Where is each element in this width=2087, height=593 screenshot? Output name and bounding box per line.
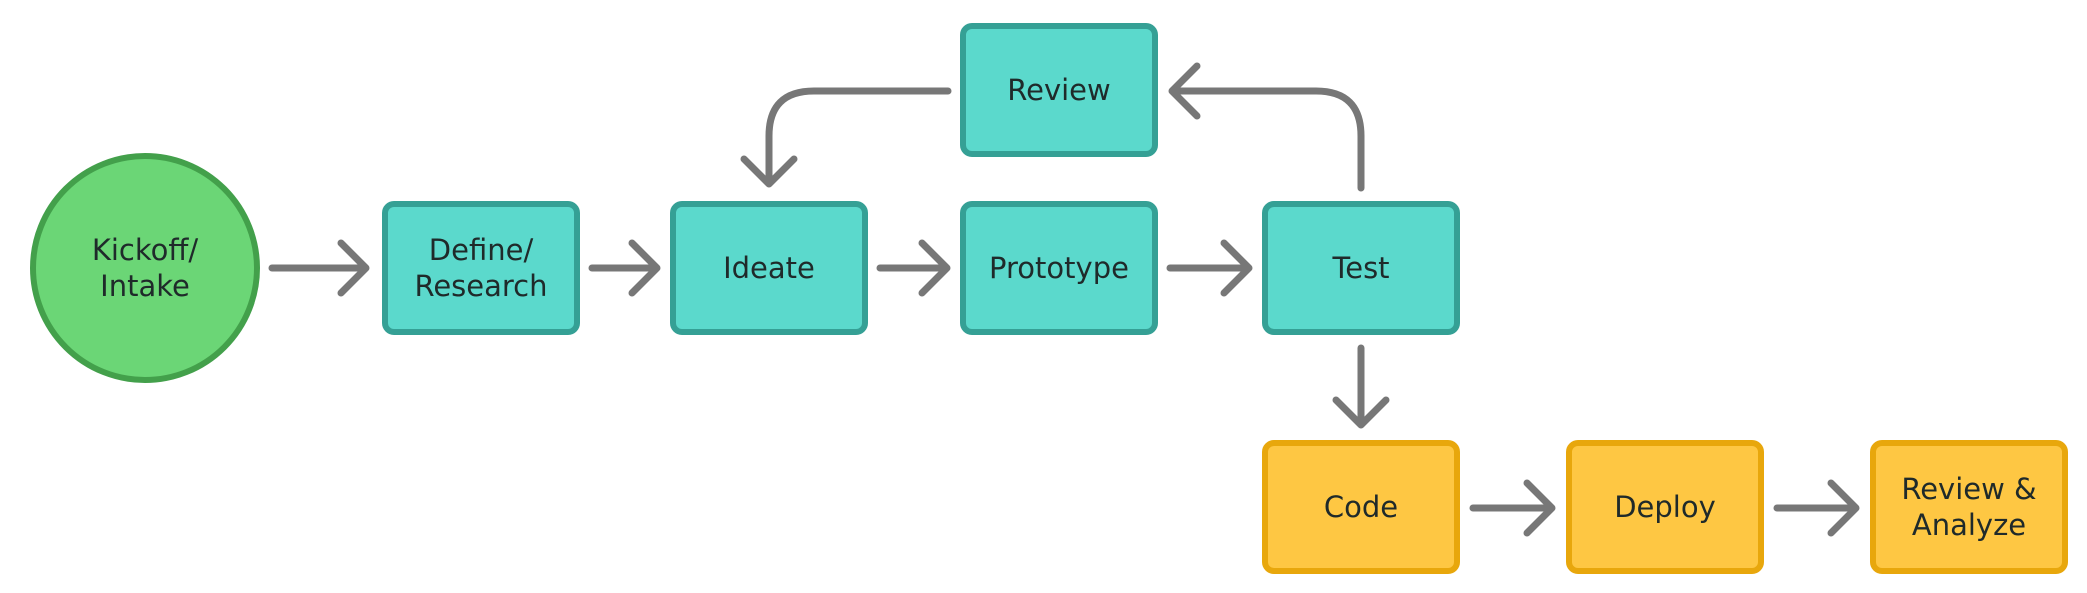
arrow-code-to-deploy: [1469, 479, 1556, 537]
node-test: Test: [1262, 201, 1460, 335]
node-review: Review: [960, 23, 1158, 157]
node-prototype-label: Prototype: [989, 250, 1129, 285]
arrow-kickoff-to-define: [268, 239, 370, 297]
node-ideate-label: Ideate: [723, 250, 815, 285]
node-review-analyze-label: Review & Analyze: [1901, 471, 2037, 542]
node-deploy-label: Deploy: [1614, 489, 1716, 524]
node-kickoff-intake: Kickoff/ Intake: [30, 153, 260, 383]
arrow-ideate-to-prototype: [876, 239, 951, 297]
node-review-analyze: Review & Analyze: [1870, 440, 2068, 574]
node-code-label: Code: [1323, 489, 1399, 524]
node-ideate: Ideate: [670, 201, 868, 335]
node-review-label: Review: [1007, 72, 1111, 107]
arrow-prototype-to-test: [1166, 239, 1253, 297]
node-define-research-label: Define/ Research: [414, 232, 548, 303]
arrow-define-to-ideate: [588, 239, 661, 297]
arrow-review-to-ideate: [740, 87, 952, 188]
node-code: Code: [1262, 440, 1460, 574]
arrow-test-to-code: [1332, 344, 1390, 429]
arrow-test-to-review: [1168, 62, 1365, 192]
node-define-research: Define/ Research: [382, 201, 580, 335]
node-prototype: Prototype: [960, 201, 1158, 335]
node-kickoff-intake-label: Kickoff/ Intake: [91, 232, 199, 303]
node-deploy: Deploy: [1566, 440, 1764, 574]
arrow-deploy-to-analyze: [1773, 479, 1860, 537]
node-test-label: Test: [1332, 250, 1390, 285]
